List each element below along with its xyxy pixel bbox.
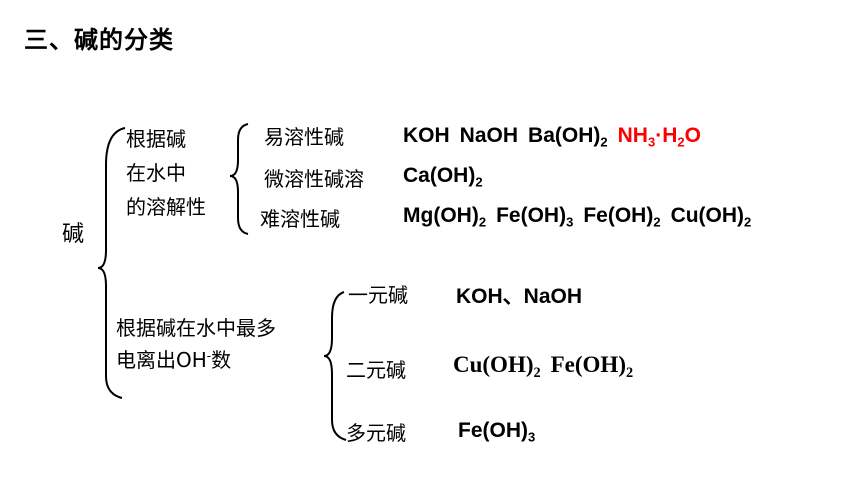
- insoluble-base-formulas: Mg(OH)2 Fe(OH)3 Fe(OH)2 Cu(OH)2: [403, 204, 752, 230]
- polybasic-formulas: Fe(OH)3: [458, 419, 536, 445]
- hydroxide-criterion-line-1: 根据碱在水中最多: [116, 316, 276, 340]
- chemical-formula: Ca(OH)2: [403, 164, 483, 190]
- hydroxide-criterion-line-2: 电离出OH-数: [116, 348, 232, 372]
- page-title: 三、碱的分类: [24, 26, 174, 54]
- chemical-formula: Cu(OH)2: [453, 352, 541, 381]
- chemical-formula: Cu(OH)2: [670, 204, 752, 230]
- chemical-formula: KOH: [403, 124, 450, 147]
- chemical-formula: Fe(OH)2: [583, 204, 661, 230]
- brace-hydroxide: [323, 291, 347, 441]
- chemical-formula: Mg(OH)2: [403, 204, 487, 230]
- soluble-base-formulas: KOH NaOH Ba(OH)2 NH3·H2O: [403, 124, 701, 150]
- chemical-formula: Fe(OH)3: [458, 419, 536, 445]
- chemical-formula: NH3·H2O: [617, 124, 701, 150]
- solubility-criterion-line-1: 根据碱: [126, 127, 186, 151]
- chemical-formula: Fe(OH)3: [496, 204, 574, 230]
- dibasic-formulas: Cu(OH)2 Fe(OH)2: [453, 352, 634, 381]
- brace-solubility: [229, 123, 249, 235]
- soluble-base-label: 易溶性碱: [264, 125, 344, 149]
- insoluble-base-label: 难溶性碱: [260, 207, 340, 231]
- brace-root: [97, 127, 126, 399]
- chemical-formula: Fe(OH)2: [550, 352, 634, 381]
- chemical-formula: NaOH: [459, 124, 519, 147]
- dibasic-label: 二元碱: [346, 358, 406, 382]
- monobasic-label: 一元碱: [348, 283, 408, 307]
- chemical-formula: KOH、NaOH: [456, 285, 583, 308]
- polybasic-label: 多元碱: [346, 421, 406, 445]
- root-label: 碱: [62, 222, 85, 247]
- solubility-criterion-line-2: 在水中: [126, 161, 186, 185]
- chemical-formula: Ba(OH)2: [528, 124, 608, 150]
- solubility-criterion-line-3: 的溶解性: [126, 195, 206, 219]
- monobasic-formulas: KOH、NaOH: [456, 280, 582, 310]
- slightly-soluble-base-formulas: Ca(OH)2: [403, 164, 483, 190]
- slightly-soluble-base-label: 微溶性碱溶: [264, 167, 364, 191]
